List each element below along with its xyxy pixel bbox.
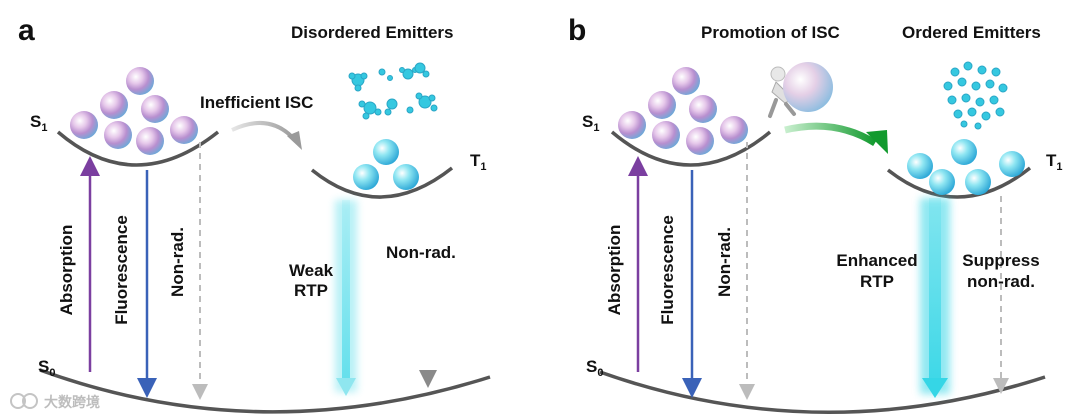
panel-b-header-right: Ordered Emitters	[902, 23, 1041, 42]
isc-label: Inefficient ISC	[200, 93, 313, 112]
s1-well-curve	[56, 130, 220, 167]
isc-arrow-green	[784, 122, 877, 146]
t1-well-curve-b	[886, 166, 1032, 199]
s0-curve	[39, 368, 491, 414]
t1-molecule-spheres-b	[907, 139, 1025, 195]
isc-arrowhead-green	[866, 130, 888, 154]
t1-well-curve	[310, 166, 454, 199]
disordered-molecules-icon	[348, 62, 438, 120]
enhanced-rtp-arrowhead	[922, 378, 948, 398]
absorption-label-b: Absorption	[605, 225, 624, 316]
isc-arrow-gray	[231, 121, 297, 142]
suppress-line2: non-rad.	[967, 272, 1035, 291]
enhanced-rtp-beam	[929, 198, 941, 382]
ordered-molecules-icon	[943, 61, 1008, 130]
s1-molecule-spheres-b	[618, 67, 748, 155]
s1-molecule-spheres	[70, 67, 198, 155]
s0-label: S0	[38, 357, 55, 379]
s0-label-b: S0	[586, 357, 603, 379]
t1-molecule-spheres	[353, 139, 419, 190]
t1-label-b: T1	[1046, 151, 1063, 173]
absorption-label: Absorption	[57, 225, 76, 316]
watermark-text: 大数跨境	[44, 394, 100, 410]
panel-b: b Promotion of ISC Ordered Emitters S1	[568, 14, 1063, 414]
enhanced-rtp-line2: RTP	[860, 272, 894, 291]
enhanced-rtp-line1: Enhanced	[836, 251, 917, 270]
fluorescence-label-b: Fluorescence	[658, 215, 677, 325]
weak-rtp-line1: Weak	[289, 261, 334, 280]
weak-rtp-beam	[342, 200, 350, 380]
t1-label: T1	[470, 151, 487, 173]
watermark: 大数跨境	[10, 393, 100, 410]
panel-a-header: Disordered Emitters	[291, 23, 454, 42]
nonrad-left-label-b: Non-rad.	[715, 227, 734, 297]
suppress-line1: Suppress	[962, 251, 1039, 270]
s1-label-b: S1	[582, 112, 599, 134]
s1-label: S1	[30, 112, 47, 134]
person-pushing-sphere-icon	[768, 62, 833, 118]
fluorescence-label: Fluorescence	[112, 215, 131, 325]
weak-rtp-arrowhead	[336, 378, 356, 396]
s1-well-curve-b	[610, 130, 772, 167]
panel-a-letter: a	[18, 14, 35, 47]
nonrad-left-label: Non-rad.	[168, 227, 187, 297]
panel-b-header-left: Promotion of ISC	[701, 23, 840, 42]
panel-b-letter: b	[568, 14, 586, 47]
weak-rtp-line2: RTP	[294, 281, 328, 300]
isc-arrowhead-gray	[287, 131, 302, 150]
s0-curve-b	[599, 370, 1046, 414]
nonrad-right-arrow	[419, 198, 437, 388]
nonrad-right-label: Non-rad.	[386, 243, 456, 262]
panel-a: a Disordered Emitters S1 S0 Absorption F…	[10, 14, 491, 414]
